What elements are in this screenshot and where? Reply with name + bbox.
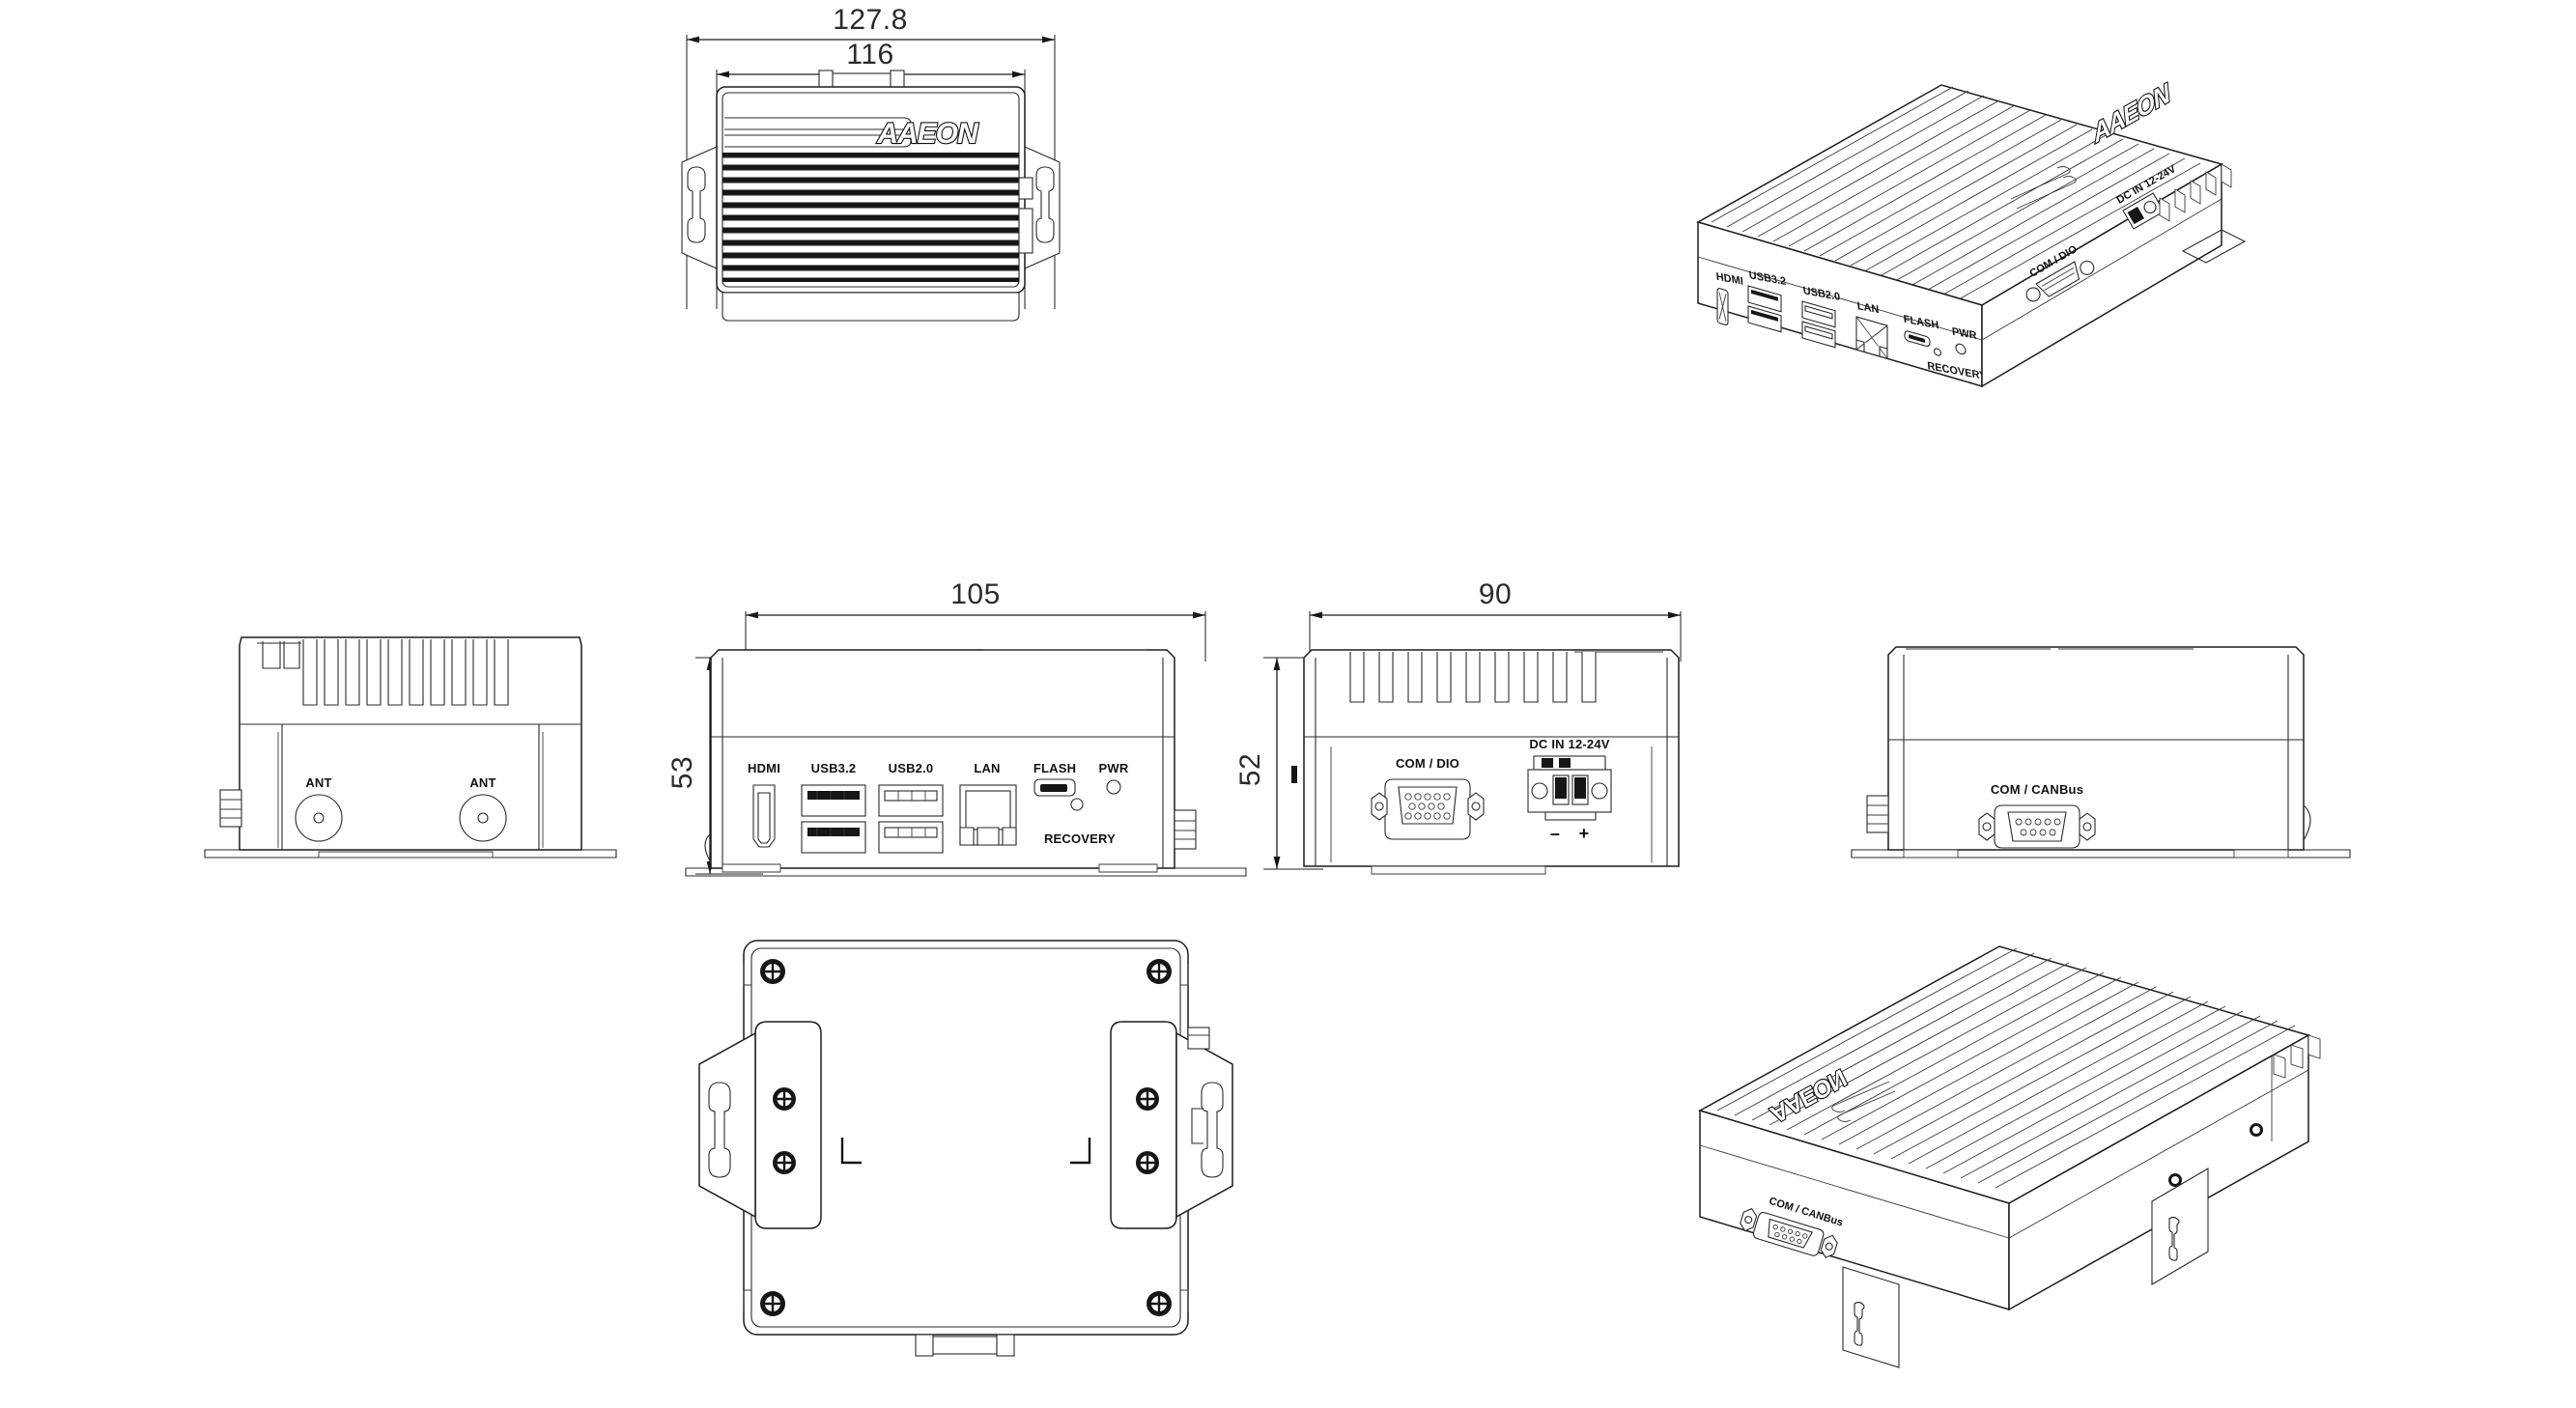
mounting-wing-left xyxy=(681,146,718,269)
top-side-stub-b xyxy=(1018,208,1033,254)
iso-label-pwr: PWR xyxy=(1951,326,1977,343)
label-hdmi: HDMI xyxy=(748,761,780,775)
top-side-stub-a xyxy=(1018,177,1033,200)
label-pwr: PWR xyxy=(1099,761,1129,775)
view-front-io: 105 53 xyxy=(666,575,1256,893)
iso-label-hdmi: HDMI xyxy=(1715,271,1743,288)
view-left-side: ANT ANT xyxy=(203,608,618,888)
dimension-rear-height: 52 xyxy=(1234,657,1323,870)
right-thumbscrew xyxy=(1866,795,1889,833)
front-thumbscrew xyxy=(1174,809,1197,850)
view-bottom xyxy=(676,927,1275,1371)
dimension-front-width-text: 105 xyxy=(950,578,1001,610)
left-top-notch xyxy=(257,641,301,669)
bottom-corner-tabs xyxy=(743,964,1189,1311)
mount-bracket-right xyxy=(1110,1021,1233,1229)
dimension-front-width: 105 xyxy=(745,578,1206,662)
port-usb20: USB2.0 xyxy=(878,761,944,854)
front-bottom-flange xyxy=(722,863,1158,873)
antenna-left: ANT xyxy=(295,775,343,842)
rear-heatsink-fins xyxy=(1349,652,1597,703)
bottom-corner-screws xyxy=(760,959,1172,1316)
top-heatsink-fins xyxy=(722,153,1020,282)
label-recovery: RECOVERY xyxy=(1044,831,1116,846)
bottom-connector-stub xyxy=(915,1334,1015,1357)
port-hdmi: HDMI xyxy=(748,761,780,848)
right-bottom-flange xyxy=(1903,849,2289,859)
left-heatsink-fins xyxy=(302,639,509,706)
label-polarity-plus: + xyxy=(1579,824,1590,843)
port-flash: FLASH xyxy=(1033,761,1076,797)
top-brand-logo: AAEON xyxy=(876,118,979,150)
label-polarity-minus: – xyxy=(1550,824,1560,843)
view-iso-top: AAEON HDMI USB3.2 xyxy=(1642,68,2247,396)
left-thumbscrew xyxy=(219,789,242,828)
iso-fin-ends xyxy=(2159,163,2232,222)
antenna-right: ANT xyxy=(459,775,507,842)
rear-bottom-flange xyxy=(1371,865,1546,875)
port-lan: LAN xyxy=(959,761,1017,846)
top-smooth-panel: AAEON xyxy=(724,117,981,151)
port-dc-in: DC IN 12-24V – + xyxy=(1527,737,1612,843)
iso-bottom-left-face: COM / CANBus xyxy=(1699,1109,2010,1311)
bottom-datum-marks xyxy=(840,1138,1091,1165)
dimension-top-body-text: 116 xyxy=(846,39,893,70)
iso-label-lan: LAN xyxy=(1856,300,1880,316)
label-ant-2: ANT xyxy=(469,775,495,790)
indicator-pwr: PWR xyxy=(1099,761,1129,795)
port-com-canbus: COM / CANBus xyxy=(1978,782,2096,849)
dimension-top-overall: 127.8 xyxy=(686,4,1056,309)
dimension-rear-width-text: 90 xyxy=(1479,578,1512,610)
view-iso-bottom: AAEON COM / CANBus xyxy=(1681,927,2337,1381)
label-dc-in: DC IN 12-24V xyxy=(1529,737,1609,751)
iso-bottom-bracket-left xyxy=(1842,1266,1900,1368)
bottom-side-stub xyxy=(1187,1027,1210,1050)
mount-bracket-left xyxy=(698,1021,822,1229)
left-bottom-flange xyxy=(318,851,494,859)
dimension-rear-height-text: 52 xyxy=(1234,753,1266,786)
dimension-rear-width: 90 xyxy=(1309,578,1682,662)
view-rear-io: 90 52 xyxy=(1234,575,1719,893)
dimension-front-height-text: 53 xyxy=(666,756,698,789)
label-ant-1: ANT xyxy=(305,775,331,790)
view-top: 127.8 116 xyxy=(666,0,1072,328)
label-usb20: USB2.0 xyxy=(889,761,934,775)
label-com-canbus: COM / CANBus xyxy=(1991,782,2083,797)
label-flash: FLASH xyxy=(1033,761,1076,775)
dimension-top-overall-text: 127.8 xyxy=(833,4,908,36)
iso-bottom-right-face xyxy=(2008,1033,2309,1311)
label-usb32: USB3.2 xyxy=(811,761,857,775)
dimension-front-height: 53 xyxy=(666,657,763,875)
iso-bottom-fin-ends xyxy=(2273,1034,2321,1079)
iso-bottom-screws xyxy=(2168,1123,2263,1187)
iso-bottom-bracket-right xyxy=(2151,1168,2209,1285)
port-usb32: USB3.2 xyxy=(801,761,866,854)
label-com-dio: COM / DIO xyxy=(1396,756,1459,771)
port-com-dio: COM / DIO xyxy=(1371,756,1485,840)
label-lan: LAN xyxy=(974,761,1000,775)
iso-front-face: HDMI USB3.2 USB2.0 xyxy=(1697,220,1987,388)
button-recovery: RECOVERY xyxy=(1044,798,1116,846)
mounting-wing-right xyxy=(1024,146,1061,269)
view-right-side: COM / CANBus xyxy=(1850,608,2352,888)
top-rear-connector-stub xyxy=(818,70,905,89)
iso-bottom-top-face: AAEON xyxy=(1698,945,2310,1204)
